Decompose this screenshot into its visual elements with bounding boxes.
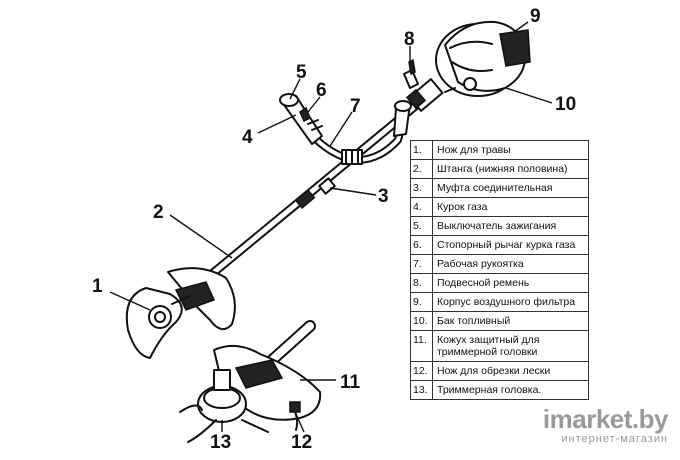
legend-number: 4.	[410, 197, 433, 217]
legend-label: Выключатель зажигания	[432, 216, 589, 236]
callout-10: 10	[555, 94, 576, 115]
callout-9: 9	[530, 6, 541, 27]
legend-row: 3.Муфта соединительная	[410, 178, 589, 198]
blade-assembly	[125, 267, 236, 359]
watermark-tagline: интернет-магазин	[561, 433, 668, 445]
callout-6: 6	[316, 80, 327, 101]
legend-row: 10.Бак топливный	[410, 311, 589, 331]
legend-row: 5.Выключатель зажигания	[410, 216, 589, 236]
callout-numbers: 1 2 3 4 5 6 7 8 9 10 11 12 13	[92, 6, 576, 453]
legend-row: 2.Штанга (нижняя половина)	[410, 159, 589, 179]
legend-row: 8.Подвесной ремень	[410, 273, 589, 293]
trimmer-head-detail	[179, 320, 322, 443]
legend-row: 13.Триммерная головка.	[410, 380, 589, 400]
legend-label: Рабочая рукоятка	[432, 254, 589, 274]
callout-5: 5	[296, 62, 307, 83]
watermark-brand: imarket.by	[542, 404, 669, 434]
legend-label: Подвесной ремень	[432, 273, 589, 293]
engine	[405, 20, 531, 112]
legend-label: Триммерная головка.	[432, 380, 589, 400]
watermark: imarket.by интернет-магазин	[542, 404, 669, 445]
callout-4: 4	[242, 127, 253, 148]
legend-label: Корпус воздушного фильтра	[432, 292, 589, 312]
legend-number: 10.	[410, 311, 433, 331]
legend-row: 9.Корпус воздушного фильтра	[410, 292, 589, 312]
callout-8: 8	[404, 29, 415, 50]
strap-clip	[403, 58, 419, 89]
legend-number: 3.	[410, 178, 433, 198]
callout-7: 7	[350, 96, 361, 117]
legend-label: Штанга (нижняя половина)	[432, 159, 589, 179]
legend-row: 11.Кожух защитный для триммерной головки	[410, 330, 589, 362]
callout-1: 1	[92, 276, 103, 297]
legend-number: 2.	[410, 159, 433, 179]
legend-number: 6.	[410, 235, 433, 255]
legend-number: 12.	[410, 361, 433, 381]
callout-13: 13	[210, 432, 231, 453]
legend-label: Кожух защитный для триммерной головки	[432, 330, 589, 362]
legend-label: Нож для обрезки лески	[432, 361, 589, 381]
legend-label: Курок газа	[432, 197, 589, 217]
leader-lines	[109, 21, 553, 433]
callout-2: 2	[153, 202, 164, 223]
legend-number: 9.	[410, 292, 433, 312]
legend-number: 1.	[410, 140, 433, 160]
legend-number: 7.	[410, 254, 433, 274]
legend-row: 1.Нож для травы	[410, 140, 589, 160]
legend-row: 4.Курок газа	[410, 197, 589, 217]
legend-row: 7.Рабочая рукоятка	[410, 254, 589, 274]
legend-label: Муфта соединительная	[432, 178, 589, 198]
parts-legend-table: 1.Нож для травы 2.Штанга (нижняя половин…	[410, 140, 589, 400]
legend-number: 8.	[410, 273, 433, 293]
legend-label: Нож для травы	[432, 140, 589, 160]
callout-11: 11	[340, 372, 361, 393]
legend-label: Бак топливный	[432, 311, 589, 331]
legend-number: 5.	[410, 216, 433, 236]
legend-label: Стопорный рычаг курка газа	[432, 235, 589, 255]
shaft	[185, 93, 430, 297]
legend-row: 6.Стопорный рычаг курка газа	[410, 235, 589, 255]
callout-3: 3	[378, 186, 389, 207]
legend-row: 12.Нож для обрезки лески	[410, 361, 589, 381]
legend-number: 13.	[410, 380, 433, 400]
legend-number: 11.	[410, 330, 433, 362]
handlebar	[279, 93, 412, 165]
callout-12: 12	[291, 432, 312, 453]
